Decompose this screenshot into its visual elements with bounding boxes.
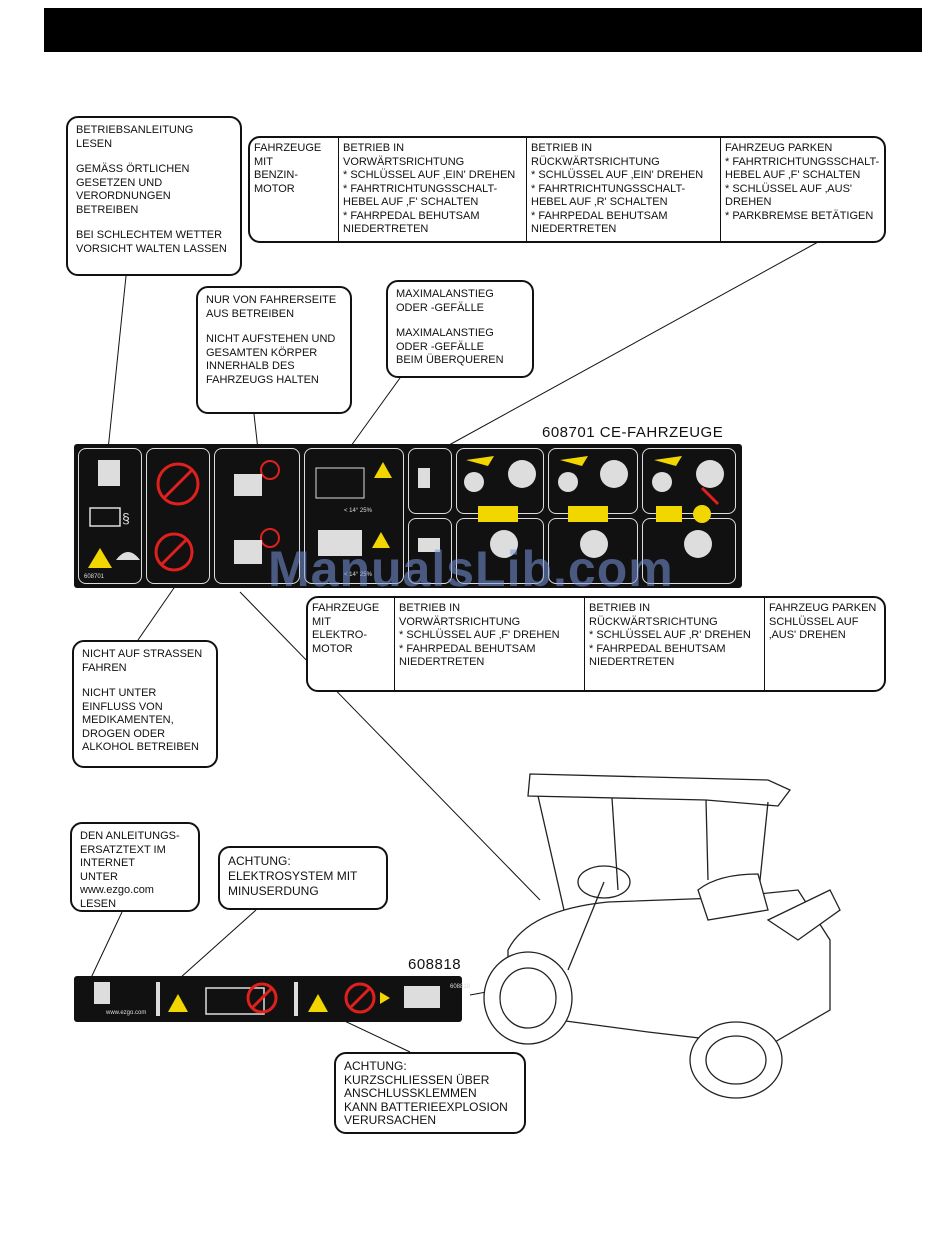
- decal-608701-icons: [88, 456, 724, 572]
- decal-608701: 608701 < 14° 25% < 14° 25% §: [74, 444, 742, 588]
- callout-internet: DEN ANLEITUNGS- ERSATZTEXT IM INTERNET U…: [70, 822, 200, 912]
- gas-table-park: FAHRZEUG PARKEN * FAHRTRICHTUNGSSCHALT- …: [720, 138, 884, 241]
- explosion-icon: [404, 986, 440, 1008]
- callout-internet-line1: DEN ANLEITUNGS- ERSATZTEXT IM INTERNET U…: [80, 830, 180, 910]
- key-switch-icon: [508, 460, 536, 488]
- cart-small-icon: [89, 507, 121, 527]
- yellow-arrow-icon: [654, 456, 682, 466]
- decal-panel-fuel: [408, 448, 452, 514]
- no-alcohol-icon: [154, 532, 194, 572]
- callout-slope-line2: MAXIMALANSTIEG ODER -GEFÄLLE BEIM ÜBERQU…: [396, 327, 504, 366]
- direction-lever-icon: [558, 472, 578, 492]
- gas-table-header: FAHRZEUGE MIT BENZIN- MOTOR: [254, 142, 322, 195]
- yellow-arrow-icon: [466, 456, 494, 466]
- decal-url: www.ezgo.com: [106, 1010, 147, 1016]
- key-switch-icon: [684, 530, 712, 558]
- header-bar: [44, 8, 922, 52]
- decal-panel-passengers: [214, 448, 300, 584]
- decal-panel-manual: [78, 448, 142, 584]
- decal-panel-road: [146, 448, 210, 584]
- callout-slope-line1: MAXIMALANSTIEG ODER -GEFÄLLE: [396, 288, 494, 314]
- callout-manual-line1: BETRIEBSANLEITUNG LESEN: [76, 124, 194, 150]
- cart-reverse-tag-icon: [568, 506, 608, 522]
- cart-park-tag-icon: [656, 506, 682, 522]
- prohibit-icon: [344, 982, 376, 1014]
- no-arm-out-icon: [260, 528, 280, 548]
- callout-slope: MAXIMALANSTIEG ODER -GEFÄLLE MAXIMALANST…: [386, 280, 534, 378]
- warning-triangle-icon: [308, 994, 328, 1012]
- decal-608701-code: 608701: [84, 574, 105, 580]
- callout-road-line2: NICHT UNTER EINFLUSS VON MEDIKAMENTEN, D…: [82, 687, 199, 753]
- callout-driver-line2: NICHT AUFSTEHEN UND GESAMTEN KÖRPER INNE…: [206, 333, 336, 386]
- umbrella-icon: [116, 552, 140, 560]
- no-road-icon: [156, 462, 200, 506]
- park-brake-icon: [693, 505, 711, 523]
- callout-driver-line1: NUR VON FAHRERSEITE AUS BETREIBEN: [206, 294, 337, 320]
- decal-608818-label: 608818: [408, 956, 462, 973]
- key-switch-icon: [580, 530, 608, 558]
- paragraph-mark: §: [122, 510, 130, 526]
- gas-vehicle-table: FAHRZEUGE MIT BENZIN- MOTOR BETRIEB IN V…: [248, 136, 886, 243]
- callout-road: NICHT AUF STRASSEN FAHREN NICHT UNTER EI…: [72, 640, 218, 768]
- gas-table-forward: BETRIEB IN VORWÄRTSRICHTUNG * SCHLÜSSEL …: [338, 138, 526, 241]
- fuel-pump-icon: [418, 468, 430, 488]
- decal-608818-icons: [94, 982, 440, 1016]
- callout-ground-line1: ACHTUNG: ELEKTROSYSTEM MIT MINUSERDUNG: [228, 854, 358, 898]
- electric-vehicle-table: FAHRZEUGE MIT ELEKTRO- MOTOR BETRIEB IN …: [306, 596, 886, 692]
- decal-angle-label-2: < 14° 25%: [344, 572, 372, 578]
- electric-table-park: FAHRZEUG PARKEN SCHLÜSSEL AUF ‚AUS' DREH…: [764, 598, 884, 690]
- slope-cross-warning-icon: [372, 532, 390, 548]
- callout-driver-side: NUR VON FAHRERSEITE AUS BETREIBEN NICHT …: [196, 286, 352, 414]
- decal-panel-slope: [304, 448, 404, 584]
- warning-triangle-icon: [88, 548, 112, 568]
- decal-panel-gas-park: [642, 448, 736, 514]
- manual-book-icon: [94, 982, 110, 1004]
- decal-angle-label-1: < 14° 25%: [344, 508, 372, 514]
- callout-battery: ACHTUNG: KURZSCHLIESSEN ÜBER ANSCHLUSSKL…: [334, 1052, 526, 1134]
- callout-battery-line1: ACHTUNG: KURZSCHLIESSEN ÜBER ANSCHLUSSKL…: [344, 1059, 508, 1127]
- key-switch-icon: [600, 460, 628, 488]
- decal-608818: www.ezgo.com 608818: [74, 976, 470, 1022]
- red-cross-icon: [700, 486, 720, 506]
- gas-table-reverse: BETRIEB IN RÜCKWÄRTSRICHTUNG * SCHLÜSSEL…: [526, 138, 720, 241]
- decal-panel-battery: [408, 518, 452, 584]
- slope-warning-icon: [374, 462, 392, 478]
- decal-608818-code: 608818: [450, 984, 471, 990]
- direction-lever-icon: [652, 472, 672, 492]
- decal-panel-elec-park: [642, 518, 736, 584]
- ground-circuit-icon: [205, 987, 265, 1015]
- watermark: ManualsLib.com: [268, 541, 674, 597]
- golf-cart-illustration: [483, 773, 841, 1099]
- cart-forward-tag-icon: [478, 506, 518, 522]
- electric-table-reverse: BETRIEB IN RÜCKWÄRTSRICHTUNG * SCHLÜSSEL…: [584, 598, 764, 690]
- prohibit-icon: [246, 982, 278, 1014]
- electric-table-header: FAHRZEUGE MIT ELEKTRO- MOTOR: [312, 602, 380, 655]
- battery-icon: [418, 538, 440, 552]
- manual-book-icon: [98, 460, 120, 486]
- electric-table-forward: BETRIEB IN VORWÄRTSRICHTUNG * SCHLÜSSEL …: [394, 598, 584, 690]
- key-switch-icon: [490, 530, 518, 558]
- yellow-arrow-icon: [560, 456, 588, 466]
- callout-manual: BETRIEBSANLEITUNG LESEN GEMÄSS ÖRTLICHEN…: [66, 116, 242, 276]
- callout-manual-line2: GEMÄSS ÖRTLICHEN GESETZEN UND VERORDNUNG…: [76, 163, 190, 216]
- key-switch-icon: [696, 460, 724, 488]
- callout-road-line1: NICHT AUF STRASSEN FAHREN: [82, 648, 203, 674]
- warning-triangle-icon: [168, 994, 188, 1012]
- no-standing-icon: [260, 460, 280, 480]
- decal-608701-label: 608701 CE-FAHRZEUGE: [542, 424, 724, 441]
- yellow-arrow-icon: [380, 992, 390, 1004]
- direction-lever-icon: [464, 472, 484, 492]
- callout-ground: ACHTUNG: ELEKTROSYSTEM MIT MINUSERDUNG: [218, 846, 388, 910]
- callout-manual-line3: BEI SCHLECHTEM WETTER VORSICHT WALTEN LA…: [76, 229, 227, 255]
